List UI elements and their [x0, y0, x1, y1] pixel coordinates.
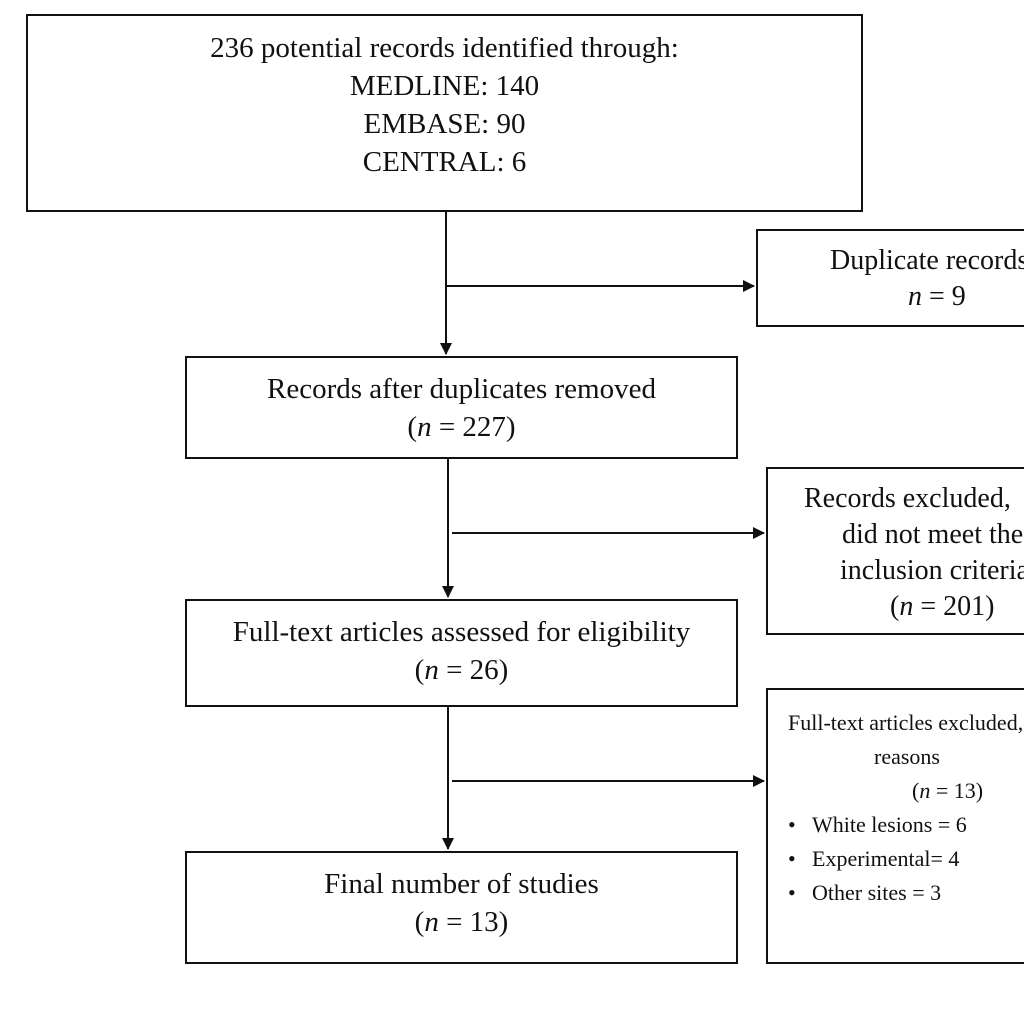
- open-paren: (: [414, 906, 425, 938]
- open-paren: (: [912, 778, 920, 803]
- n-symbol: n: [908, 281, 922, 312]
- records-identified-content: 236 potential records identified through…: [28, 16, 861, 181]
- duplicate-records-box: Duplicate records n = 9: [756, 229, 1024, 327]
- final-studies-label: Final number of studies: [324, 868, 599, 900]
- identified-central: CENTRAL: 6: [362, 146, 527, 178]
- final-studies-value: = 13): [446, 906, 509, 938]
- open-paren: (: [414, 654, 425, 686]
- identified-medline: MEDLINE: 140: [349, 70, 540, 102]
- fulltext-assessed-content: Full-text articles assessed for eligibil…: [187, 601, 736, 689]
- duplicate-records-count: n = 9: [770, 279, 1024, 315]
- duplicate-records-content: Duplicate records n = 9: [758, 231, 1024, 315]
- fulltext-assessed-box: Full-text articles assessed for eligibil…: [185, 599, 738, 707]
- list-item: • Experimental= 4: [788, 842, 1024, 876]
- final-studies-box: Final number of studies (n = 13): [185, 851, 738, 964]
- n-symbol: n: [424, 654, 439, 686]
- records-after-duplicates-content: Records after duplicates removed (n = 22…: [187, 358, 736, 446]
- n-symbol: n: [899, 591, 914, 622]
- bullet-icon: •: [788, 880, 796, 905]
- bullet-icon: •: [788, 812, 796, 837]
- fulltext-assessed-label: Full-text articles assessed for eligibil…: [232, 616, 691, 648]
- fulltext-excluded-box: Full-text articles excluded, with reason…: [766, 688, 1024, 964]
- records-after-duplicates-label: Records after duplicates removed: [267, 373, 656, 405]
- fulltext-assessed-value: = 26): [446, 654, 509, 686]
- final-studies-content: Final number of studies (n = 13): [187, 853, 736, 941]
- fulltext-excluded-line2: reasons: [874, 744, 940, 769]
- records-excluded-line3: inclusion criteria: [840, 555, 1024, 586]
- fulltext-assessed-count: (n = 26): [187, 651, 736, 689]
- open-paren: (: [890, 591, 900, 622]
- records-identified-box: 236 potential records identified through…: [26, 14, 863, 212]
- bullet-icon: •: [788, 846, 796, 871]
- fulltext-excluded-content: Full-text articles excluded, with reason…: [768, 690, 1024, 910]
- identified-title: 236 potential records identified through…: [210, 32, 679, 64]
- fulltext-excluded-count: (n = 13): [768, 774, 1024, 808]
- exclusion-reasons-list: • White lesions = 6 • Experimental= 4 • Oth…: [768, 808, 1024, 910]
- records-excluded-value: = 201): [920, 591, 995, 622]
- identified-embase: EMBASE: 90: [363, 108, 526, 140]
- records-after-duplicates-value: = 227): [438, 411, 516, 443]
- records-excluded-line1: Records excluded,: [804, 483, 1011, 514]
- records-after-duplicates-count: (n = 227): [187, 408, 736, 446]
- records-excluded-count: (n = 201): [768, 589, 1024, 625]
- final-studies-count: (n = 13): [187, 903, 736, 941]
- records-after-duplicates-box: Records after duplicates removed (n = 22…: [185, 356, 738, 459]
- n-symbol: n: [919, 778, 931, 803]
- fulltext-excluded-line1: Full-text articles excluded, with: [788, 710, 1024, 735]
- records-excluded-line2: did not meet the: [842, 519, 1024, 550]
- records-excluded-content: Records excluded, did not meet the inclu…: [768, 469, 1024, 625]
- n-symbol: n: [424, 906, 439, 938]
- list-item: • White lesions = 6: [788, 808, 1024, 842]
- duplicate-records-value: = 9: [929, 281, 966, 312]
- duplicate-records-label: Duplicate records: [830, 245, 1024, 276]
- reason-other-sites: Other sites = 3: [812, 880, 942, 905]
- reason-experimental: Experimental= 4: [812, 846, 960, 871]
- open-paren: (: [407, 411, 418, 443]
- fulltext-excluded-value: = 13): [935, 778, 984, 803]
- n-symbol: n: [417, 411, 432, 443]
- records-excluded-box: Records excluded, did not meet the inclu…: [766, 467, 1024, 635]
- list-item: • Other sites = 3: [788, 876, 1024, 910]
- reason-white-lesions: White lesions = 6: [812, 812, 967, 837]
